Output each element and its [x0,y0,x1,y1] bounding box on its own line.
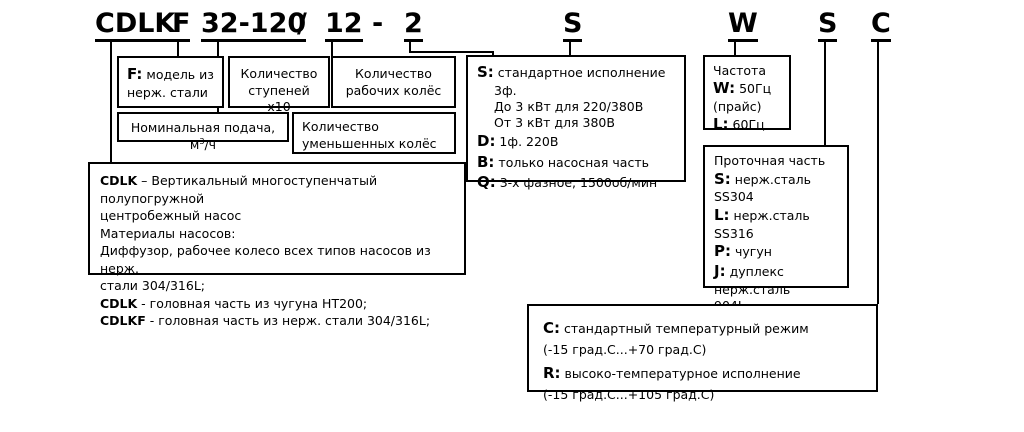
code-segment-temperature: C [871,10,891,42]
box-model-f-code: F: [127,65,143,83]
box-temperature-c-range: (-15 град.С...+70 град.С) [543,342,707,358]
code-separator-dash: - [372,8,384,39]
box-description-l6-text: - головная часть из чугуна HT200; [137,295,368,311]
code-segment-motor: S [563,10,583,42]
connector-cdlk [110,41,112,162]
box-description-l2: центробежный насос [100,208,242,223]
connector-material [824,41,826,145]
box-description-l4: Диффузор, рабочее колесо всех типов насо… [100,243,431,276]
box-model-f-line2: нерж. стали [127,84,208,100]
box-flow-part-l-code: L: [714,205,730,224]
box-description-l7-code: CDLKF [100,313,146,328]
box-impellers-line1: Количество [355,66,432,81]
box-flow-part-j-code: J: [714,261,726,280]
box-flow-part: Проточная часть S: нерж.сталь SS304 L: н… [703,145,849,366]
box-flow-part-s-code: S: [714,169,731,188]
box-frequency-w-code: W: [713,79,736,98]
code-segment-flow: 32-120 [201,10,307,42]
box-temperature-c-text: стандартный температурный режим [560,321,809,336]
connector-f [177,41,179,56]
box-motor-q-code: Q: [477,173,496,192]
box-stages-line1: Количество [240,66,318,81]
code-segment-reduced: 2 [404,10,423,42]
box-description-l5: стали 304/316L; [100,278,206,293]
box-frequency-price: (прайс) [713,98,762,114]
box-flow-part-s-text: нерж.сталь SS304 [714,171,811,205]
code-segment-stages: 12 [325,10,363,42]
box-reduced-impellers-line1: Количество [302,119,379,134]
box-frequency: Частота W: 50Гц (прайс) L: 60Гц [703,55,791,133]
box-motor: S: стандартное исполнение 3ф. До 3 кВт д… [466,55,686,191]
box-temperature-c-code: C: [543,319,561,337]
box-motor-b-text: только насосная часть [494,154,649,170]
box-description: CDLK – Вертикальный многоступенчатый пол… [88,162,466,328]
box-motor-d-text: 1ф. 220В [495,134,559,150]
connector-stages [331,41,333,56]
code-segment-frequency: W [728,10,758,42]
box-flow-part-l-text: нерж.сталь SS316 [714,207,810,241]
box-nominal-flow-text: Номинальная подача, м3/ч [130,120,276,152]
box-motor-s-text: стандартное исполнение [493,65,666,80]
box-frequency-l-text: 60Гц [728,117,765,132]
box-flow-part-p-text: чугун [731,244,772,260]
box-frequency-w-text: 50Гц [735,81,772,97]
box-motor-b-code: B: [477,152,495,171]
connector-frequency [734,41,736,55]
box-model-f-text: модель из [142,67,214,82]
box-motor-s-code: S: [477,63,494,81]
code-segment-f: F [172,10,191,42]
box-description-l6-code: CDLK [100,295,138,311]
connector-temperature [877,41,879,304]
box-motor-s-line2: 3ф. [494,82,517,98]
box-stages-line2: ступеней х10 [248,82,310,115]
box-description-l7-text: - головная часть из нерж. стали 304/316L… [145,313,431,328]
box-motor-s-line3: До 3 кВт для 220/380В [494,98,644,114]
code-separator-slash: / [297,8,307,39]
box-description-l3: Материалы насосов: [100,225,236,241]
box-impellers: Количество рабочих колёс [331,56,456,108]
box-reduced-impellers-line2: уменьшенных колёс [302,135,437,151]
box-temperature-r-code: R: [543,363,561,382]
box-frequency-header: Частота [713,63,766,78]
box-motor-d-code: D: [477,132,496,151]
box-motor-s-line4: От 3 кВт для 380В [494,115,615,130]
box-description-l1-text: – Вертикальный многоступенчатый полупогр… [100,173,378,206]
box-flow-part-p-code: P: [714,242,731,261]
box-nominal-flow: Номинальная подача, м3/ч [117,112,289,152]
box-flow-part-j-text: дуплекс нерж.сталь [714,263,791,297]
box-description-l1-code: CDLK [100,173,138,188]
connector-reduced-h [409,51,494,53]
box-model-f: F: модель из нерж. стали [117,56,224,108]
box-flow-part-header: Проточная часть [714,153,826,168]
box-temperature-r-range: (-15 град.С...+105 град.С) [543,386,715,402]
code-segment-material: S [818,10,838,42]
code-segment-cdlk: CDLK [95,10,176,42]
connector-motor [569,41,571,55]
box-frequency-l-code: L: [713,115,729,133]
box-reduced-impellers: Количество уменьшенных колёс [292,112,456,154]
box-temperature: C: стандартный температурный режим (-15 … [527,304,878,402]
box-stages: Количество ступеней х10 [228,56,330,114]
connector-reduced-v1 [409,41,411,53]
box-temperature-r-text: высоко-температурное исполнение [560,365,801,381]
box-motor-q-text: 3-х фазное, 1500об/мин [495,175,658,191]
box-impellers-line2: рабочих колёс [345,82,442,98]
